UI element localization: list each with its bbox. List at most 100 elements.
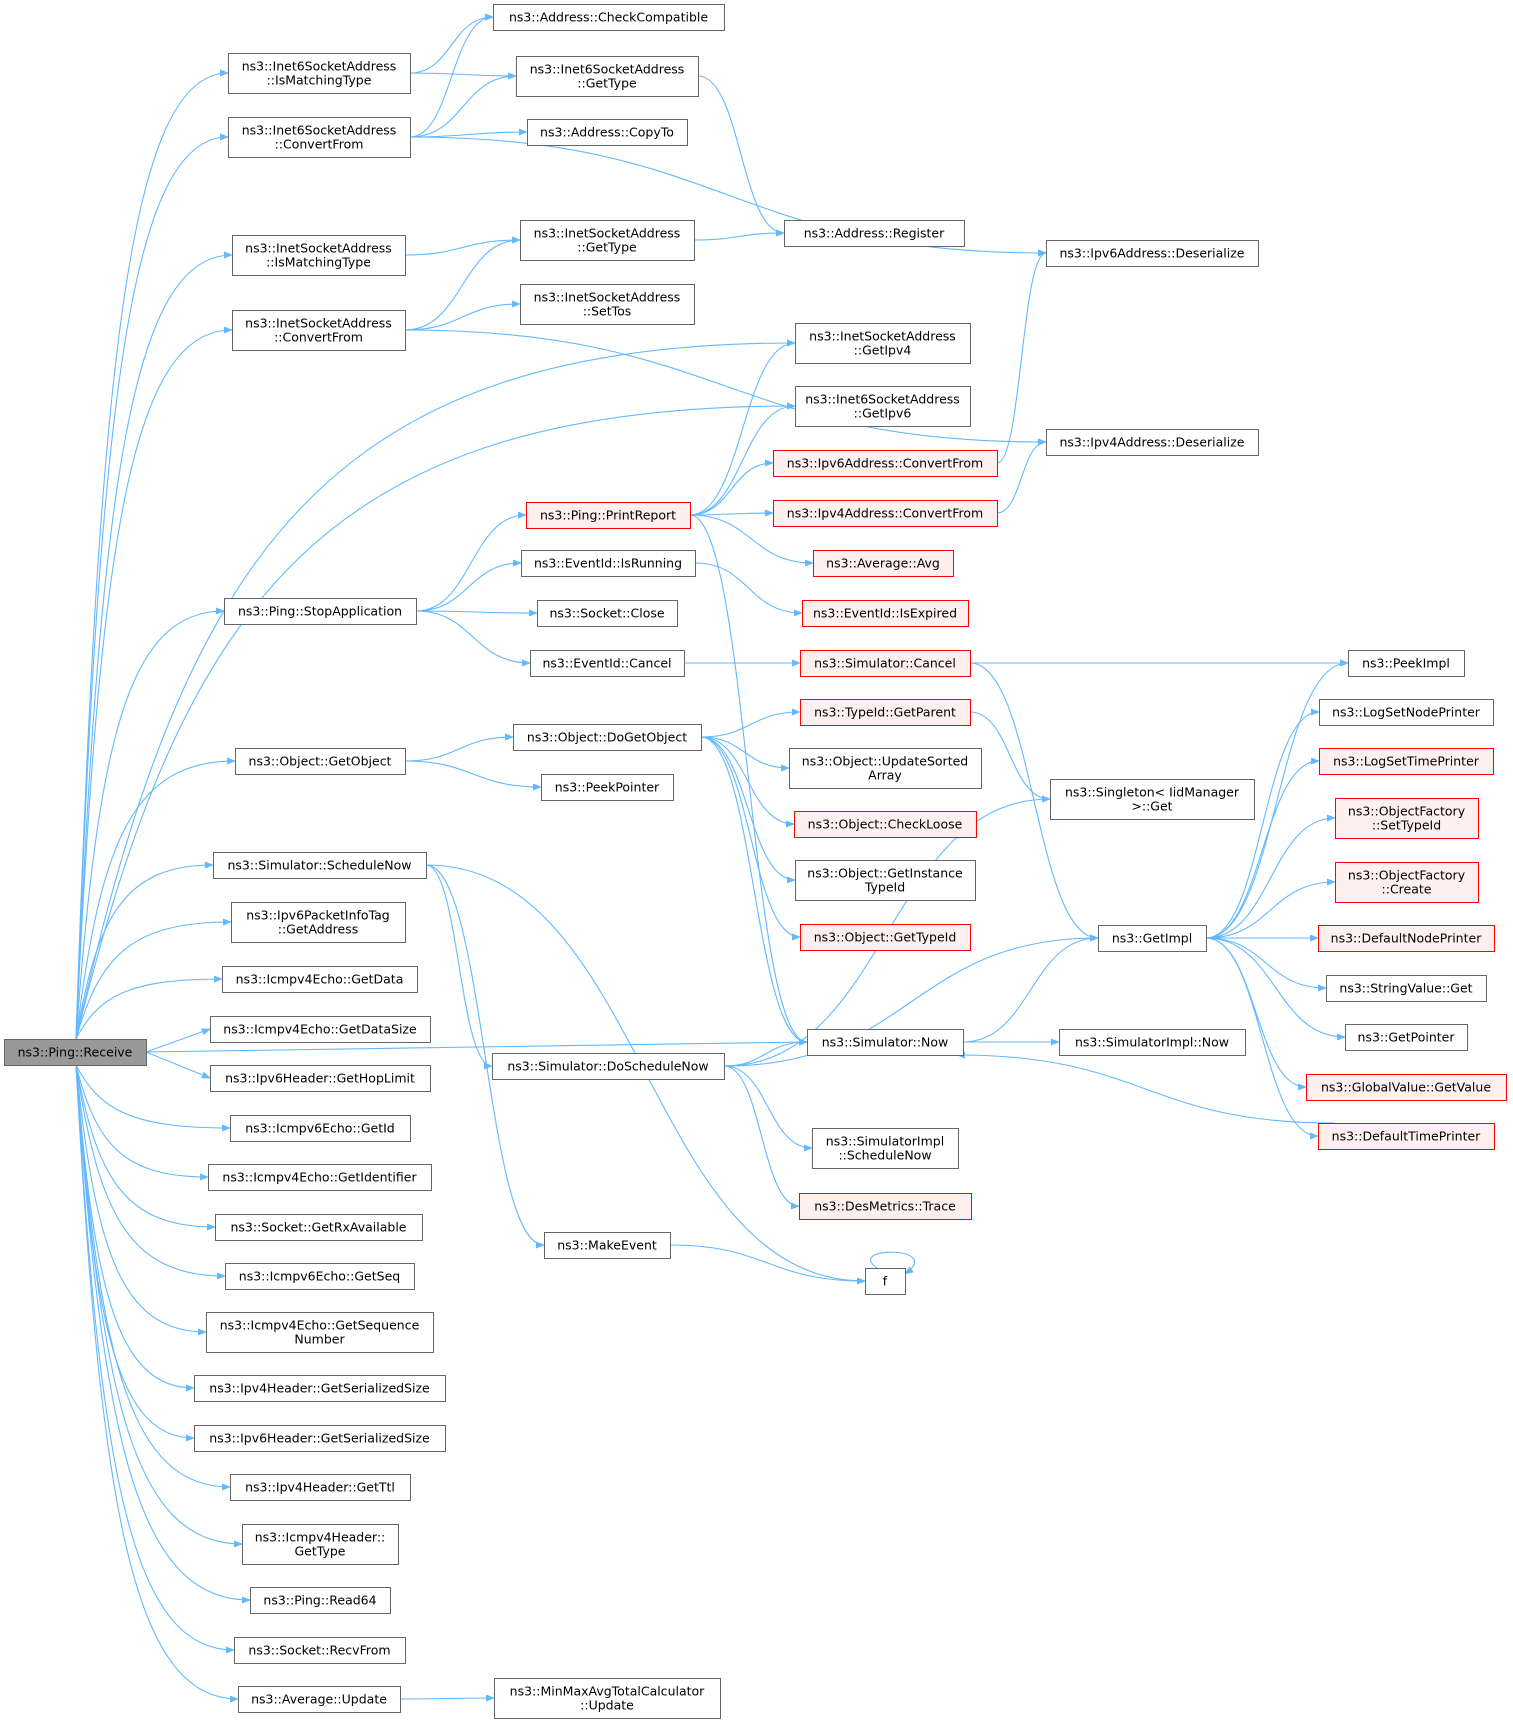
node-objfact_settypeid[interactable]: ns3::ObjectFactory::SetTypeId	[1335, 798, 1479, 839]
node-i6sa_getipv6[interactable]: ns3::Inet6SocketAddress::GetIpv6	[795, 386, 971, 427]
node-avg_update[interactable]: ns3::Average::Update	[238, 1686, 401, 1713]
node-ipv4a_cf[interactable]: ns3::Ipv4Address::ConvertFrom	[773, 500, 998, 527]
node-getimpl[interactable]: ns3::GetImpl	[1098, 925, 1207, 952]
node-ipv4h_ser[interactable]: ns3::Ipv4Header::GetSerializedSize	[194, 1375, 446, 1402]
edge-getimpl-to-objfact_create	[1205, 878, 1336, 939]
node-objfact_create[interactable]: ns3::ObjectFactory::Create	[1335, 862, 1479, 903]
node-isa_ismt[interactable]: ns3::InetSocketAddress::IsMatchingType	[232, 235, 406, 276]
node-peekpointer[interactable]: ns3::PeekPointer	[541, 774, 674, 801]
edge-receive-to-ipv6pit	[75, 918, 232, 1040]
edge-receive-to-sock_recvfrom	[75, 1064, 235, 1654]
node-label: ns3::DefaultNodePrinter	[1331, 931, 1483, 946]
node-stopapp[interactable]: ns3::Ping::StopApplication	[224, 598, 417, 625]
node-addr_checkcompat[interactable]: ns3::Address::CheckCompatible	[493, 4, 725, 31]
node-box	[1050, 779, 1255, 820]
edge-i6sa_cf-to-i6sa_gettype	[409, 72, 517, 138]
node-addr_register[interactable]: ns3::Address::Register	[784, 220, 965, 247]
node-avg_avg[interactable]: ns3::Average::Avg	[813, 550, 954, 577]
node-i6sa_gettype[interactable]: ns3::Inet6SocketAddress::GetType	[516, 56, 699, 97]
node-schednow[interactable]: ns3::Simulator::ScheduleNow	[213, 852, 427, 879]
node-f[interactable]: f	[865, 1268, 906, 1295]
node-logsetnodeprinter[interactable]: ns3::LogSetNodePrinter	[1319, 699, 1494, 726]
node-ic4_getident[interactable]: ns3::Icmpv4Echo::GetIdentifier	[208, 1164, 432, 1191]
node-sim_doschednow[interactable]: ns3::Simulator::DoScheduleNow	[492, 1053, 725, 1080]
edge-receive-to-ic4_getdatasize	[145, 1028, 211, 1053]
node-box	[807, 1029, 964, 1056]
node-logsettimeprinter[interactable]: ns3::LogSetTimePrinter	[1319, 748, 1494, 775]
node-evid_cancel[interactable]: ns3::EventId::Cancel	[530, 650, 685, 677]
node-defaultnodeprinter[interactable]: ns3::DefaultNodePrinter	[1318, 925, 1495, 952]
node-i6sa_cf[interactable]: ns3::Inet6SocketAddress::ConvertFrom	[228, 117, 411, 158]
node-evid_isexpired[interactable]: ns3::EventId::IsExpired	[802, 600, 969, 627]
edge-printreport-to-i6sa_getipv6	[689, 402, 796, 516]
edge-sim_cancel-to-getimpl	[969, 662, 1099, 942]
node-sock_close[interactable]: ns3::Socket::Close	[537, 600, 678, 627]
node-ipv6a_cf[interactable]: ns3::Ipv6Address::ConvertFrom	[773, 450, 998, 477]
node-ic6_getid[interactable]: ns3::Icmpv6Echo::GetId	[230, 1115, 411, 1142]
node-label: ns3::Socket::RecvFrom	[248, 1643, 390, 1658]
node-label: ns3::Icmpv6Echo::GetId	[245, 1121, 395, 1136]
node-ipv4h_ttl[interactable]: ns3::Ipv4Header::GetTtl	[230, 1474, 411, 1501]
node-singleton_get[interactable]: ns3::Singleton< IidManager>::Get	[1050, 779, 1255, 820]
node-ipv6pit[interactable]: ns3::Ipv6PacketInfoTag::GetAddress	[231, 902, 406, 943]
edge-obj_dogetobject-to-obj_gettypeid	[700, 736, 801, 941]
node-peekimpl[interactable]: ns3::PeekImpl	[1348, 650, 1465, 677]
node-globalvalue_getvalue[interactable]: ns3::GlobalValue::GetValue	[1306, 1074, 1507, 1101]
node-label: ns3::EventId::IsRunning	[534, 556, 682, 571]
node-desmetrics_trace[interactable]: ns3::DesMetrics::Trace	[799, 1193, 972, 1220]
node-sock_recvfrom[interactable]: ns3::Socket::RecvFrom	[234, 1637, 406, 1664]
node-obj_dogetobject[interactable]: ns3::Object::DoGetObject	[513, 724, 702, 751]
node-ic6_getseq[interactable]: ns3::Icmpv6Echo::GetSeq	[225, 1263, 415, 1290]
node-stringvalue_get[interactable]: ns3::StringValue::Get	[1326, 975, 1487, 1002]
node-isa_cf[interactable]: ns3::InetSocketAddress::ConvertFrom	[232, 310, 406, 351]
node-ic4h_type[interactable]: ns3::Icmpv4Header::GetType	[242, 1524, 399, 1565]
node-ipv6h_ser[interactable]: ns3::Ipv6Header::GetSerializedSize	[194, 1425, 446, 1452]
node-ipv6h_hop[interactable]: ns3::Ipv6Header::GetHopLimit	[210, 1065, 431, 1092]
node-sim_now[interactable]: ns3::Simulator::Now	[807, 1029, 964, 1056]
node-isa_gettype[interactable]: ns3::InetSocketAddress::GetType	[520, 220, 695, 261]
node-label: ns3::Socket::Close	[549, 606, 664, 621]
node-typeid_getparent[interactable]: ns3::TypeId::GetParent	[800, 699, 971, 726]
node-defaulttimeprinter[interactable]: ns3::DefaultTimePrinter	[1318, 1123, 1495, 1150]
node-ipv6a_deser[interactable]: ns3::Ipv6Address::Deserialize	[1046, 240, 1259, 267]
node-mmatc_update[interactable]: ns3::MinMaxAvgTotalCalculator::Update	[494, 1678, 721, 1719]
node-box	[230, 1474, 411, 1501]
node-getobject[interactable]: ns3::Object::GetObject	[235, 748, 406, 775]
node-ic4_getdatasize[interactable]: ns3::Icmpv4Echo::GetDataSize	[210, 1016, 431, 1043]
node-box	[228, 117, 411, 158]
node-isa_settos[interactable]: ns3::InetSocketAddress::SetTos	[520, 284, 695, 325]
node-box	[799, 1193, 972, 1220]
node-obj_checkloose[interactable]: ns3::Object::CheckLoose	[794, 811, 977, 838]
node-obj_gettypeid[interactable]: ns3::Object::GetTypeId	[800, 924, 971, 951]
node-box	[494, 1678, 721, 1719]
node-label: ::ScheduleNow	[838, 1148, 931, 1163]
node-label: ns3::Ping::Read64	[263, 1593, 376, 1608]
node-printreport[interactable]: ns3::Ping::PrintReport	[526, 502, 691, 529]
node-i6sa_ismt[interactable]: ns3::Inet6SocketAddress::IsMatchingType	[228, 53, 411, 94]
edge-getobject-to-obj_dogetobject	[404, 733, 514, 762]
node-label: ns3::Icmpv4Echo::GetData	[236, 972, 404, 987]
node-evid_isrunning[interactable]: ns3::EventId::IsRunning	[521, 550, 696, 577]
node-addr_copyto[interactable]: ns3::Address::CopyTo	[527, 119, 688, 146]
node-label: ns3::Address::CheckCompatible	[509, 10, 708, 25]
node-label: ns3::PeekImpl	[1362, 656, 1450, 671]
node-getpointer[interactable]: ns3::GetPointer	[1345, 1024, 1468, 1051]
node-receive[interactable]: ns3::Ping::Receive	[4, 1039, 147, 1066]
node-box	[513, 724, 702, 751]
node-label: GetType	[295, 1544, 346, 1559]
node-sock_rxavail[interactable]: ns3::Socket::GetRxAvailable	[215, 1214, 423, 1241]
node-simimpl_schednow[interactable]: ns3::SimulatorImpl::ScheduleNow	[812, 1128, 959, 1169]
node-ic4_getdata[interactable]: ns3::Icmpv4Echo::GetData	[222, 966, 418, 993]
node-ipv4a_deser[interactable]: ns3::Ipv4Address::Deserialize	[1046, 429, 1259, 456]
node-simimpl_now[interactable]: ns3::SimulatorImpl::Now	[1059, 1029, 1246, 1056]
node-isa_getipv4[interactable]: ns3::InetSocketAddress::GetIpv4	[795, 323, 971, 364]
node-box	[795, 386, 971, 427]
node-sim_cancel[interactable]: ns3::Simulator::Cancel	[800, 650, 971, 677]
node-read64[interactable]: ns3::Ping::Read64	[250, 1587, 391, 1614]
edge-ipv4a_cf-to-ipv4a_deser	[996, 438, 1047, 514]
node-makeevent[interactable]: ns3::MakeEvent	[544, 1232, 671, 1259]
